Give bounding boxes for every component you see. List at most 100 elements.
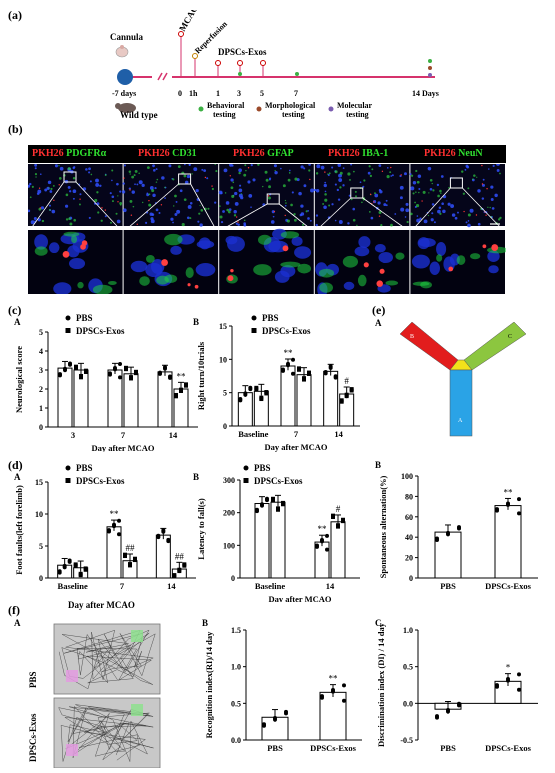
y-axis-label: Spontaneous alternation(%) xyxy=(378,475,388,578)
data-point xyxy=(163,365,167,370)
legend-exos: DPSCs-Exos xyxy=(76,326,125,336)
y-tick-label: 2 xyxy=(39,385,43,394)
data-point xyxy=(435,714,439,719)
x-tick-label: DPSCs-Exos xyxy=(485,743,532,753)
data-point xyxy=(320,538,324,543)
data-point xyxy=(517,511,521,516)
legend-pbs-marker xyxy=(65,465,71,471)
zoom-box xyxy=(350,187,364,199)
data-point xyxy=(63,366,67,371)
significance-mark: # xyxy=(336,504,341,514)
data-point xyxy=(118,375,122,380)
data-point xyxy=(315,543,319,548)
data-point xyxy=(297,366,301,371)
data-point xyxy=(134,369,138,374)
object-pink-icon xyxy=(66,744,78,756)
data-point xyxy=(158,370,162,375)
mouse-icon xyxy=(115,103,136,113)
behavior-dot-icon xyxy=(238,72,242,76)
legend-exos-marker xyxy=(243,478,249,483)
molecular-dot-icon xyxy=(428,73,432,77)
x-tick-label: 14 xyxy=(169,430,178,440)
bar xyxy=(494,505,522,579)
bar xyxy=(296,374,312,427)
micro-header-3: PKH26 GFAP xyxy=(233,148,294,159)
data-point xyxy=(128,562,132,567)
data-point xyxy=(255,507,259,512)
x-tick-label: Baseline xyxy=(58,581,88,591)
x-tick-label: 14 xyxy=(167,581,176,591)
data-point xyxy=(179,387,183,392)
data-point xyxy=(281,500,285,505)
ymaze-label-c: C xyxy=(508,334,512,340)
micro-overview-4 xyxy=(314,164,410,226)
data-point xyxy=(276,506,280,511)
data-point xyxy=(254,385,259,390)
significance-mark: ** xyxy=(110,509,120,519)
significance-mark: ## xyxy=(126,543,136,553)
data-point xyxy=(83,566,88,571)
x-axis-label: Day after MCAO xyxy=(268,594,331,602)
tick-0: 0 xyxy=(178,89,182,98)
data-point xyxy=(339,398,344,403)
data-point xyxy=(457,525,461,530)
panel-label-b: (b) xyxy=(8,122,23,136)
y-tick-label: 0.0 xyxy=(403,699,413,708)
data-point xyxy=(57,569,62,574)
data-point xyxy=(74,364,78,369)
y-tick-label: 0 xyxy=(409,574,413,583)
data-point xyxy=(506,501,510,506)
data-point xyxy=(182,562,187,567)
ymaze-label-b: B xyxy=(410,334,414,340)
zoom-box xyxy=(63,171,77,183)
cannula-label: Cannula xyxy=(110,32,144,42)
y-tick-label: 0.5 xyxy=(403,663,413,672)
sub-label-cA: A xyxy=(14,317,21,327)
data-point xyxy=(184,382,188,387)
ymaze-diagram: B C A xyxy=(399,321,540,442)
micro-header-bar: PKH26 PDGFRα PKH26 CD31 PKH26 GFAP PKH26… xyxy=(28,145,506,163)
data-point xyxy=(302,376,306,381)
x-tick-label: Baseline xyxy=(238,429,268,439)
y-tick-label: 0 xyxy=(39,574,43,583)
data-point xyxy=(124,365,128,370)
sub-label-cB: B xyxy=(193,317,200,327)
data-point xyxy=(517,687,521,692)
tick-7: 7 xyxy=(294,89,298,98)
data-point xyxy=(325,533,329,538)
y-axis-label: Discrimination index (DI) / 14 day xyxy=(376,622,386,747)
data-point xyxy=(281,367,285,372)
significance-mark: # xyxy=(344,376,349,386)
event-dpscs-exos: DPSCs-Exos xyxy=(218,47,267,57)
zoom-box xyxy=(266,193,280,205)
cannula-mouse-icon xyxy=(115,45,129,58)
legend-molecular-line2: testing xyxy=(346,110,369,119)
y-tick-label: 100 xyxy=(401,472,413,481)
significance-mark: ** xyxy=(284,348,294,358)
data-point xyxy=(336,523,340,528)
y-tick-label: 200 xyxy=(223,509,235,518)
data-point xyxy=(331,513,335,518)
tick-5: 5 xyxy=(260,89,264,98)
start-dot-icon xyxy=(117,69,133,85)
behavior-dot-icon xyxy=(295,72,299,76)
x-tick-label: 14 xyxy=(334,429,343,439)
data-point xyxy=(113,366,117,371)
y-tick-label: 10 xyxy=(35,510,43,519)
y-tick-label: 0 xyxy=(39,423,43,432)
data-point xyxy=(307,370,311,375)
axis-break-mark xyxy=(157,72,163,81)
x-tick-label: DPSCs-Exos xyxy=(485,581,532,591)
data-point xyxy=(333,374,338,379)
data-point xyxy=(264,390,269,395)
data-point xyxy=(341,517,345,522)
tick-3: 3 xyxy=(237,89,241,98)
bar xyxy=(434,531,462,579)
data-point xyxy=(123,552,127,557)
data-point xyxy=(58,372,62,377)
event-mcao: MCAO xyxy=(177,10,200,33)
legend-exos-marker xyxy=(65,478,71,483)
legend-pbs-marker xyxy=(65,315,71,321)
y-tick-label: 1.0 xyxy=(403,626,413,635)
